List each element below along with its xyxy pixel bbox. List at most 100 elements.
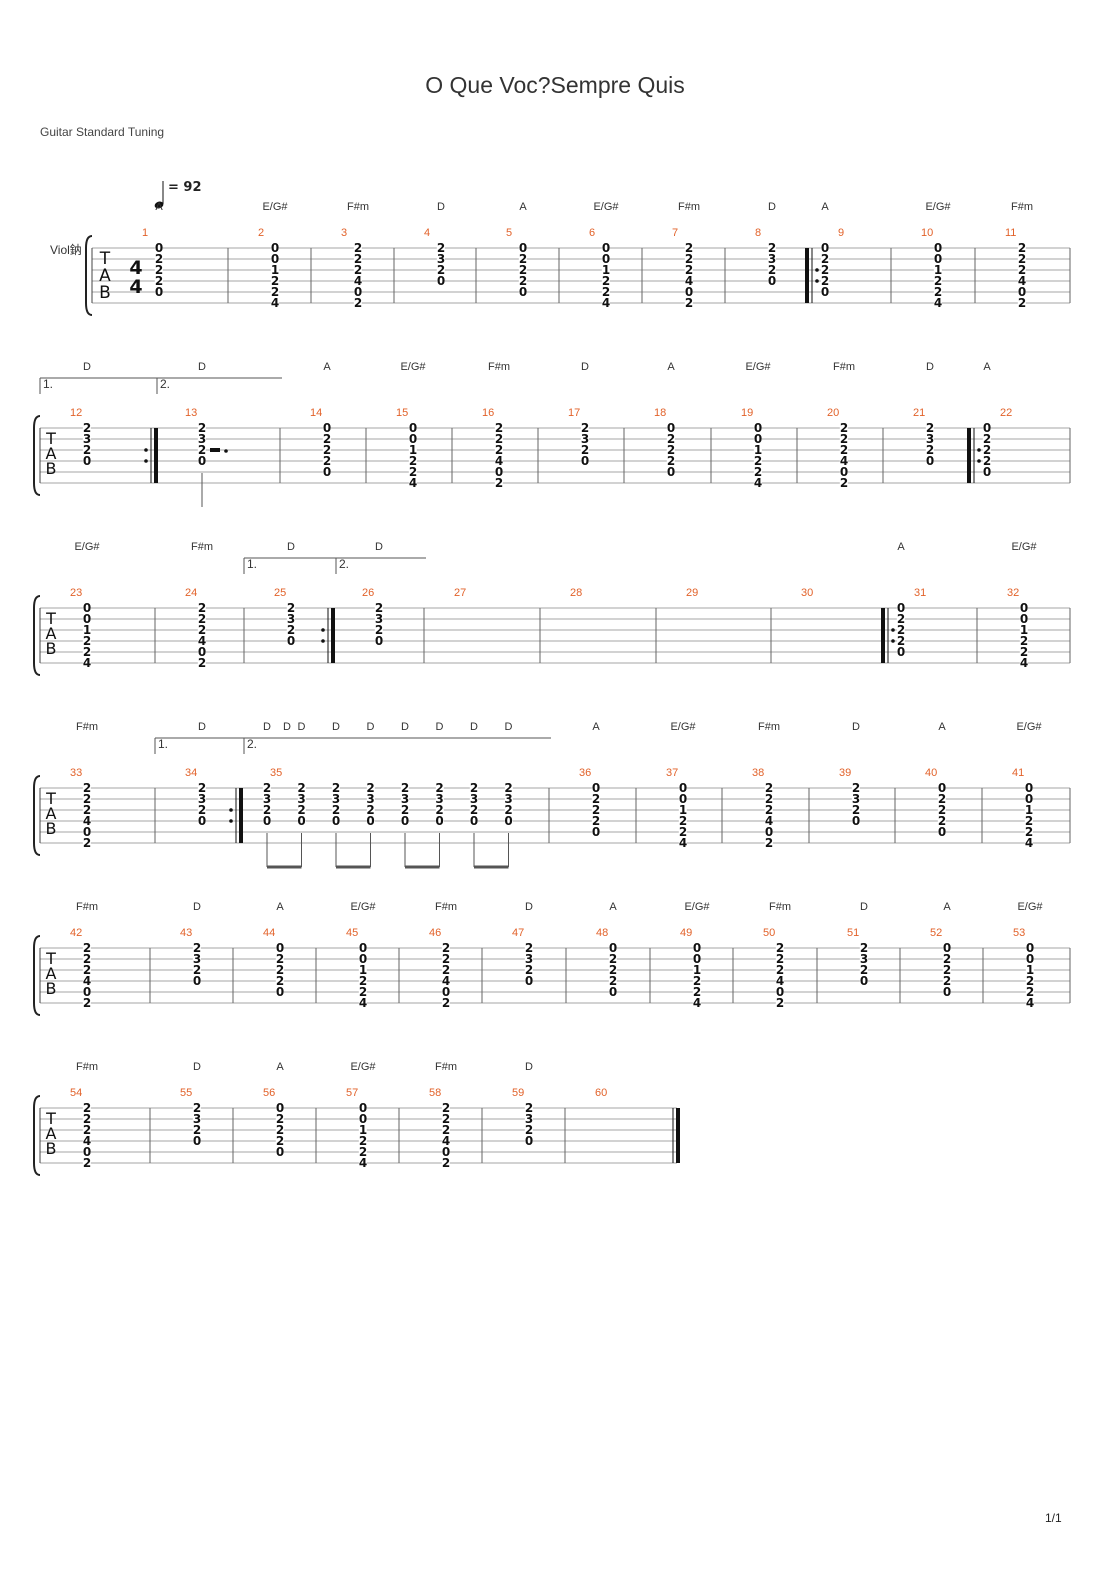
fret-number: 2 [197,443,207,457]
fret-number: 3 [192,1112,202,1126]
fret-number: 2 [197,421,207,435]
repeat-dot [229,808,233,812]
fret-number: 2 [192,1101,202,1115]
system-brace [33,1095,41,1176]
fret-number: 2 [82,645,92,659]
fret-number: 0 [524,974,534,988]
fret-number: 2 [441,1101,451,1115]
tab-letter: B [45,979,57,998]
fret-number: 2 [1017,241,1027,255]
measure-number: 14 [310,407,323,419]
measure-number: 52 [930,927,943,939]
fret-number: 2 [753,454,763,468]
fret-number: 0 [839,465,849,479]
measure-number: 34 [185,767,198,779]
fret-number: 2 [353,252,363,266]
chord-name: F#m [1011,201,1033,213]
fret-number: 0 [608,985,618,999]
fret-number: 2 [1019,634,1029,648]
fret-number: 4 [197,634,207,648]
fret-number: 1 [1019,623,1029,637]
fret-number: 2 [753,465,763,479]
fret-number: 2 [518,263,528,277]
fret-number: 0 [591,781,601,795]
fret-number: 2 [937,803,947,817]
chord-name: E/G# [1016,721,1042,733]
fret-number: 2 [400,803,410,817]
chord-name: D [401,721,409,733]
chord-name: D [198,721,206,733]
fret-number: 0 [262,814,272,828]
fret-number: 3 [524,952,534,966]
fret-number: 2 [692,974,702,988]
chord-name: F#m [488,361,510,373]
fret-number: 0 [684,285,694,299]
fret-number: 4 [1019,656,1029,670]
chord-name: E/G# [925,201,951,213]
fret-number: 3 [374,612,384,626]
tab-letter: B [45,639,57,658]
tab-letter: B [99,283,111,303]
tab-letter: B [45,819,57,838]
fret-number: 2 [197,612,207,626]
chord-name: D [193,1061,201,1073]
tab-letter: A [99,266,111,286]
measure-number: 3 [341,227,348,239]
measure-number: 7 [672,227,679,239]
measure-number: 57 [346,1087,359,1099]
fret-number: 1 [933,263,943,277]
fret-number: 0 [678,781,688,795]
fret-number: 0 [270,241,280,255]
fret-number: 2 [524,1123,534,1137]
fret-number: 2 [82,792,92,806]
fret-number: 2 [1025,974,1035,988]
fret-number: 2 [767,263,777,277]
fret-number: 2 [524,941,534,955]
chord-name: A [323,361,331,373]
chord-name: E/G# [350,1061,376,1073]
tab-letter: T [46,609,56,628]
repeat-dot [977,459,981,463]
chord-name: D [926,361,934,373]
fret-number: 2 [859,963,869,977]
tuning-label: Guitar Standard Tuning [40,125,165,139]
chord-name: E/G# [262,201,288,213]
fret-number: 0 [441,1145,451,1159]
fret-number: 2 [297,803,306,817]
fret-number: 0 [942,985,952,999]
fret-number: 2 [942,952,952,966]
fret-number: 0 [358,941,368,955]
measure-number: 50 [763,927,776,939]
fret-number: 0 [192,1134,202,1148]
volta-number: 2. [160,377,171,391]
measure-number: 51 [847,927,860,939]
tab-letter: B [45,1139,57,1158]
chord-name: E/G# [400,361,426,373]
fret-number: 0 [896,601,906,615]
fret-number: 2 [192,963,202,977]
chord-name: E/G# [74,541,100,553]
fret-number: 4 [601,296,611,310]
fret-number: 2 [154,252,164,266]
fret-number: 2 [192,941,202,955]
fret-number: 2 [1017,252,1027,266]
fret-number: 3 [262,792,272,806]
fret-number: 2 [1017,296,1027,310]
chord-name: A [983,361,991,373]
fret-number: 0 [408,432,418,446]
tab-letter: B [45,459,57,478]
fret-number: 2 [275,1112,285,1126]
fret-number: 4 [494,454,504,468]
fret-number: 2 [692,985,702,999]
fret-number: 2 [982,432,992,446]
fret-number: 2 [408,454,418,468]
chord-name: E/G# [684,901,710,913]
chord-name: D [504,721,513,733]
system-brace [33,775,41,856]
time-signature: 4 [129,276,143,298]
fret-number: 2 [820,252,830,266]
chord-name: E/G# [1017,901,1043,913]
measure-number: 43 [180,927,193,939]
fret-number: 0 [764,825,774,839]
fret-number: 0 [353,285,363,299]
